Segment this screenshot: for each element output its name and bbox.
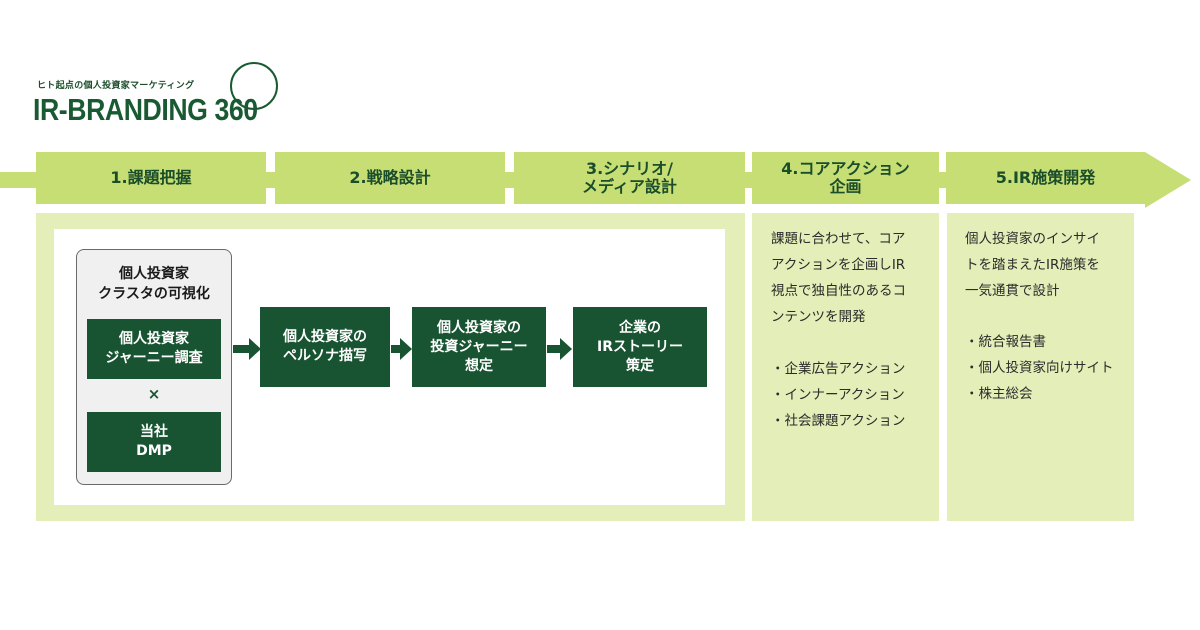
ir-story-box: 企業の IRストーリー 策定 [573,307,707,387]
step-4-tab: 4.コアアクション 企画 [752,152,939,204]
list-item: ・株主総会 [965,386,1033,402]
times-icon: × [147,385,161,403]
step-4-list: ・企業広告アクション ・インナーアクション ・社会課題アクション [771,356,936,434]
process-arrow-head-icon [1145,152,1191,208]
journey-survey-box: 個人投資家 ジャーニー調査 [87,319,221,379]
step-3-label: 3.シナリオ/ メディア設計 [582,159,677,196]
step-5-tab: 5.IR施策開発 [946,152,1145,204]
dmp-box: 当社 DMP [87,412,221,472]
step-5-list: ・統合報告書 ・個人投資家向けサイト ・株主総会 [965,329,1133,407]
list-item: ・企業広告アクション [771,361,906,377]
persona-box: 個人投資家の ペルソナ描写 [260,307,390,387]
list-item: ・社会課題アクション [771,413,906,429]
step-2-label: 2.戦略設計 [349,168,431,187]
list-item: ・統合報告書 [965,334,1046,350]
panel-step-5 [947,213,1134,521]
panel-step-4 [752,213,939,521]
logo-title: IR-BRANDING 360 [33,92,258,127]
logo-circle-icon [230,62,278,110]
step-1-tab: 1.課題把握 [36,152,266,204]
arrow-right-icon [233,338,261,360]
step-4-label: 4.コアアクション 企画 [781,159,910,196]
investment-journey-box: 個人投資家の 投資ジャーニー 想定 [412,307,546,387]
step-1-label: 1.課題把握 [110,168,192,187]
list-item: ・インナーアクション [771,387,905,403]
step-5-description: 個人投資家のインサイ トを踏まえたIR施策を 一気通貫で設計 [965,231,1100,299]
step-5-label: 5.IR施策開発 [995,168,1096,187]
list-item: ・個人投資家向けサイト [965,360,1114,376]
step-2-tab: 2.戦略設計 [275,152,505,204]
step-4-description: 課題に合わせて、コア アクションを企画しIR 視点で独自性のあるコ ンテンツを開… [771,231,906,325]
arrow-right-icon [391,338,412,360]
arrow-right-icon [547,338,572,360]
step-3-tab: 3.シナリオ/ メディア設計 [514,152,745,204]
logo-subtitle: ヒト起点の個人投資家マーケティング [37,81,195,91]
cluster-title: 個人投資家 クラスタの可視化 [98,266,210,302]
